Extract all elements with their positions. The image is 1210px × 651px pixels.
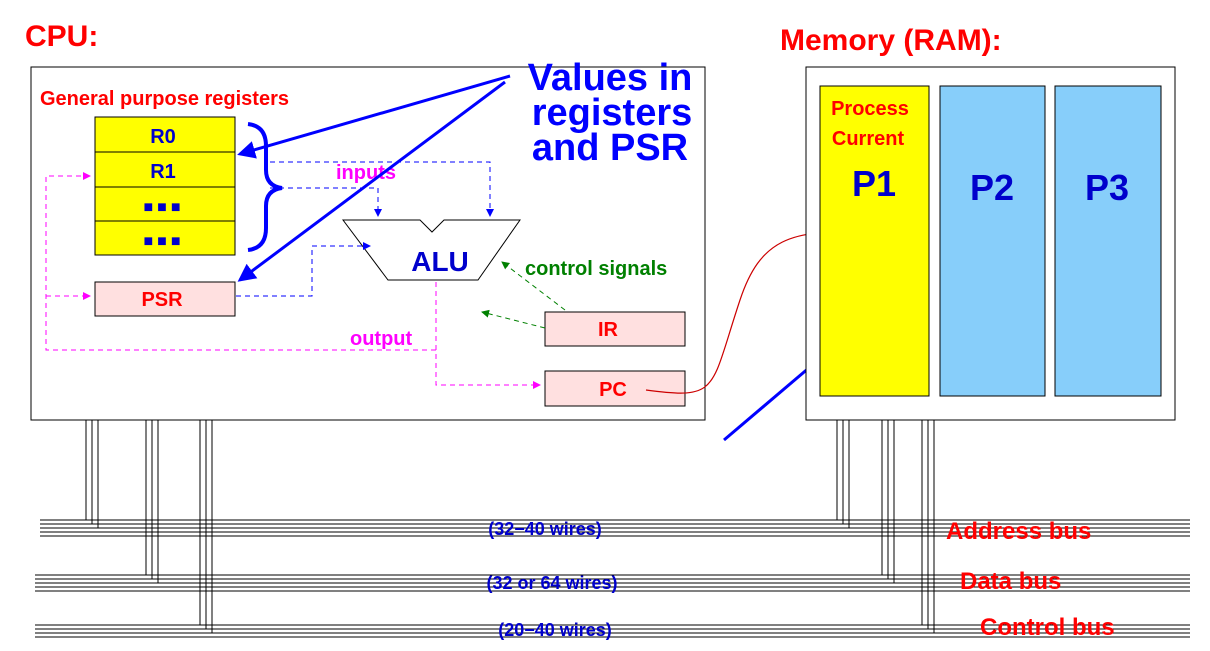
output-label: output <box>350 328 413 350</box>
alu-label: ALU <box>411 246 469 277</box>
bus-connectors <box>85 420 935 633</box>
address-bus-wires: (32−40 wires) <box>488 519 602 539</box>
current-process-line2: Current <box>832 128 905 150</box>
pc-label: PC <box>599 379 627 401</box>
register-file: R0 R1 ■■■ ■■■ <box>94 116 236 256</box>
register-more-1 <box>94 186 236 222</box>
address-bus-label: Address bus <box>946 518 1091 545</box>
register-r1 <box>94 151 236 188</box>
process-p2 <box>939 85 1046 397</box>
cpu-title: CPU: <box>25 20 98 53</box>
data-bus-label: Data bus <box>960 568 1061 595</box>
register-more-2-label: ■■■ <box>144 233 185 250</box>
process-p3-label: P3 <box>1085 167 1129 208</box>
register-r0 <box>94 116 236 153</box>
values-note-line3: and PSR <box>532 127 688 169</box>
register-r1-label: R1 <box>150 161 176 183</box>
process-p3 <box>1054 85 1162 397</box>
pc-register <box>544 370 686 407</box>
control-signals-label: control signals <box>525 258 667 280</box>
current-process-line1: Process <box>831 98 909 120</box>
psr-register <box>94 281 236 317</box>
memory-title: Memory (RAM): <box>780 24 1002 57</box>
control-bus-wires: (20−40 wires) <box>498 620 612 640</box>
inputs-label: inputs <box>336 162 396 184</box>
process-p2-label: P2 <box>970 167 1014 208</box>
data-bus-wires: (32 or 64 wires) <box>486 573 617 593</box>
register-more-1-label: ■■■ <box>144 199 185 216</box>
ir-label: IR <box>598 319 619 341</box>
process-p1 <box>819 85 930 397</box>
control-bus-label: Control bus <box>980 614 1115 641</box>
address-bus-lines <box>40 519 1190 537</box>
alu-shape <box>342 219 521 281</box>
values-note-line2: registers <box>532 92 693 134</box>
control-bus-lines <box>35 624 1190 638</box>
gpr-label: General purpose registers <box>40 88 289 110</box>
register-r0-label: R0 <box>150 126 176 148</box>
ir-register <box>544 311 686 347</box>
process-p1-label: P1 <box>852 163 896 204</box>
data-bus-lines <box>35 574 1190 592</box>
values-note-line1: Values in <box>528 57 693 99</box>
psr-label: PSR <box>141 289 183 311</box>
register-more-2 <box>94 220 236 256</box>
